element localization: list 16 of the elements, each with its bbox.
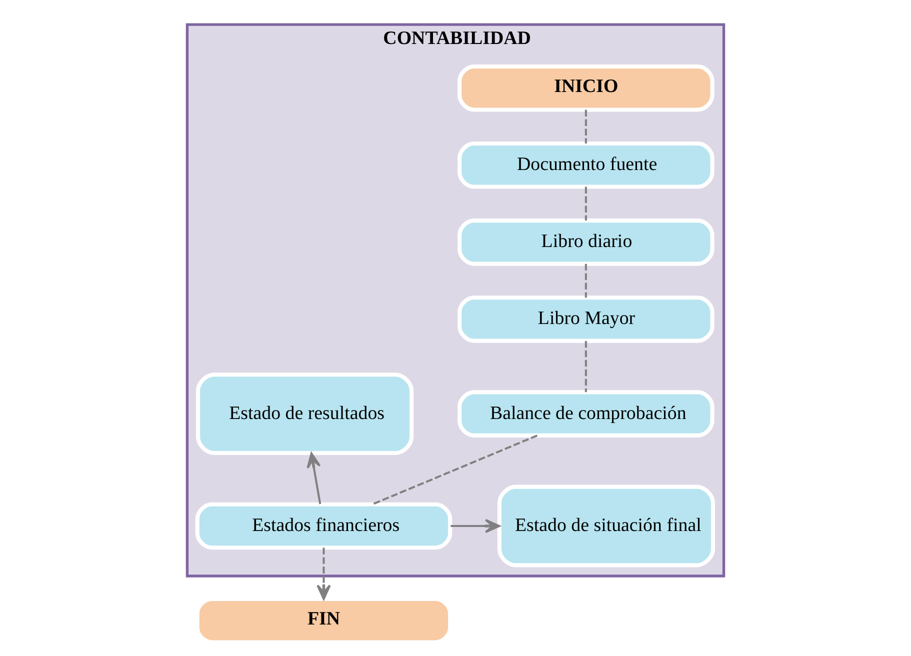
- arrow: [306, 452, 322, 504]
- node-box: Estados financieros: [195, 502, 452, 550]
- connector: [584, 340, 587, 392]
- arrow: [450, 518, 500, 534]
- node-box: Balance de comprobación: [458, 390, 714, 438]
- node-box: Estado de situación final: [497, 484, 715, 568]
- connector: [584, 110, 587, 144]
- connector: [584, 264, 587, 298]
- arrow: [316, 548, 331, 600]
- connector: [584, 186, 587, 221]
- node-box: Libro diario: [458, 218, 714, 266]
- connector: [372, 434, 538, 506]
- node-box: INICIO: [458, 64, 714, 112]
- node-box: Estado de resultados: [196, 372, 414, 456]
- node-box: Documento fuente: [458, 141, 714, 189]
- node-box: Libro Mayor: [458, 296, 714, 343]
